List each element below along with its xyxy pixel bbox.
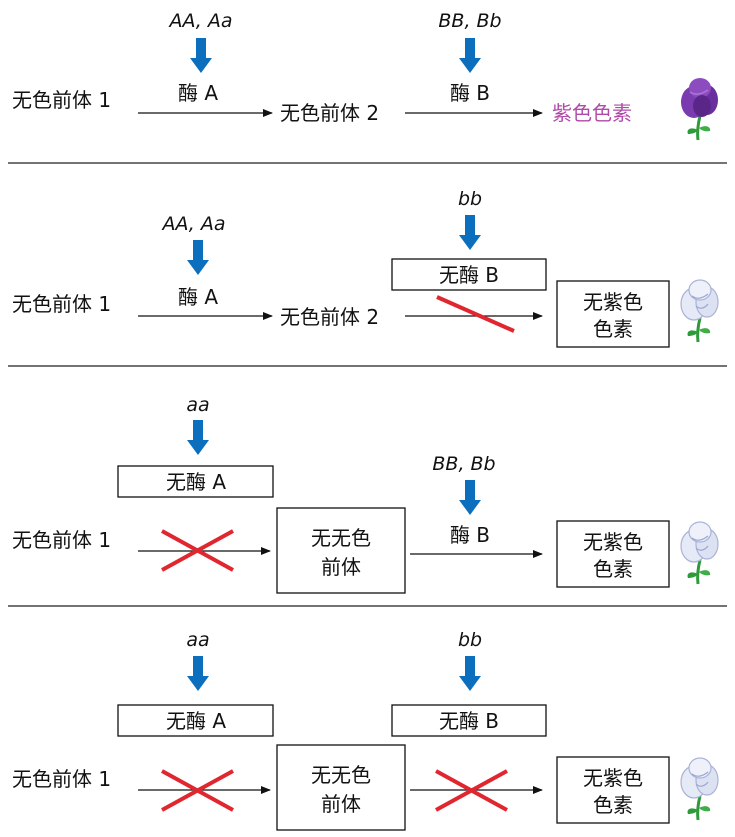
row-1: AA, Aa 酶 A 无色前体 1 无色前体 2 BB, Bb 酶 B 紫色色素 (12, 10, 720, 142)
no-enzyme-b-box (391, 704, 547, 737)
enzyme-b-label: 无酶 B (439, 709, 499, 733)
product-line-2: 色素 (593, 793, 633, 817)
precursor-1-label: 无色前体 1 (12, 292, 111, 316)
enzyme-b-genotype: bb (458, 629, 482, 651)
enzyme-a-label: 酶 A (178, 285, 218, 309)
intermediate-box (276, 744, 406, 831)
row-3: aa 无酶 A 无色前体 1 无无色 前体 BB, Bb 酶 B 无紫色 色素 (12, 394, 720, 594)
enzyme-a-label: 酶 A (178, 81, 218, 105)
intermediate-line-2: 前体 (321, 792, 361, 816)
enzyme-b-label: 无酶 B (439, 263, 499, 287)
down-arrow-icon (459, 215, 481, 250)
down-arrow-icon (190, 38, 212, 73)
intermediate-line-2: 前体 (321, 555, 361, 579)
enzyme-b-genotype: BB, Bb (438, 10, 501, 32)
row-2: AA, Aa 酶 A 无色前体 1 无色前体 2 bb 无酶 B 无紫色 色素 (12, 188, 720, 348)
enzyme-a-genotype: AA, Aa (160, 213, 225, 235)
white-flower-icon (679, 756, 720, 822)
enzyme-b-genotype: bb (458, 188, 482, 210)
block-line (436, 295, 515, 333)
product-line-2: 色素 (593, 317, 633, 341)
down-arrow-icon (459, 480, 481, 515)
down-arrow-icon (187, 656, 209, 691)
down-arrow-icon (459, 656, 481, 691)
product-line-1: 无紫色 (583, 766, 643, 790)
cross-line (435, 769, 508, 812)
down-arrow-icon (187, 420, 209, 455)
product-line-1: 无紫色 (583, 530, 643, 554)
intermediate-line-1: 无无色 (311, 526, 371, 550)
intermediate-label: 无色前体 2 (280, 101, 379, 125)
precursor-1-label: 无色前体 1 (12, 88, 111, 112)
down-arrow-icon (459, 38, 481, 73)
precursor-1-label: 无色前体 1 (12, 767, 111, 791)
white-flower-icon (679, 520, 720, 586)
no-enzyme-a-box (117, 465, 274, 498)
enzyme-a-genotype: AA, Aa (167, 10, 232, 32)
cross-line (161, 769, 234, 812)
purple-flower-icon (679, 76, 720, 142)
enzyme-a-label: 无酶 A (166, 470, 226, 494)
white-flower-icon (679, 278, 720, 344)
enzyme-b-label: 酶 B (450, 523, 490, 547)
enzyme-a-genotype: aa (186, 629, 209, 651)
product-line-1: 无紫色 (583, 290, 643, 314)
intermediate-label: 无色前体 2 (280, 305, 379, 329)
product-box (556, 520, 670, 588)
no-enzyme-b-box (391, 258, 547, 291)
row-4: aa 无酶 A 无色前体 1 无无色 前体 bb 无酶 B 无紫色 色素 (12, 629, 720, 831)
enzyme-b-genotype: BB, Bb (432, 453, 495, 475)
enzyme-a-label: 无酶 A (166, 709, 226, 733)
no-enzyme-a-box (117, 704, 274, 737)
product-box (556, 756, 670, 824)
enzyme-b-label: 酶 B (450, 81, 490, 105)
down-arrow-icon (187, 240, 209, 275)
product-box (556, 280, 670, 348)
product-line-2: 色素 (593, 557, 633, 581)
product-label: 紫色色素 (552, 101, 632, 125)
enzyme-a-genotype: aa (186, 394, 209, 416)
intermediate-line-1: 无无色 (311, 763, 371, 787)
precursor-1-label: 无色前体 1 (12, 528, 111, 552)
intermediate-box (276, 507, 406, 594)
cross-line (161, 529, 234, 572)
